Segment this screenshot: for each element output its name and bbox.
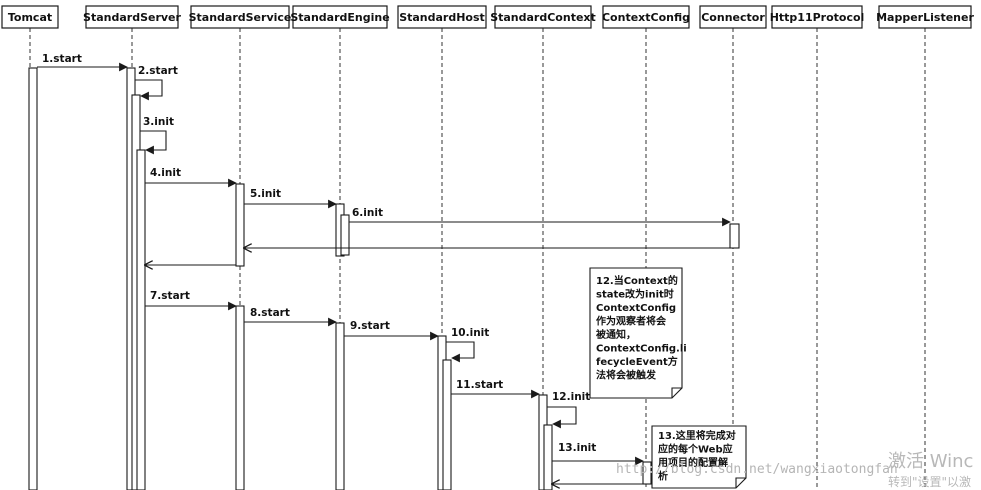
activation-contextconfig-14 (642, 461, 652, 485)
participant-connector: Connector (699, 5, 767, 29)
self-call-arrow-m3 (140, 130, 167, 155)
participant-box-context (494, 5, 592, 29)
message-m5: 5.init (244, 188, 337, 209)
participant-label-engine: StandardEngine (290, 11, 389, 24)
message-label-m12: 12.init (552, 391, 590, 403)
note-fold-note13 (735, 477, 746, 488)
participant-contextconfig: ContextConfig (602, 5, 690, 29)
participant-box-engine (292, 5, 388, 29)
activation-overlay-subtitle: 转到"设置"以激 (888, 474, 971, 489)
participant-label-service: StandardService (189, 11, 292, 24)
participant-label-connector: Connector (701, 11, 765, 24)
participant-box-server (85, 5, 179, 29)
message-m11: 11.start (451, 379, 540, 399)
note-line-note12-4: 被通知， (596, 328, 636, 341)
participant-box-http11 (771, 5, 863, 29)
participant-service: StandardService (189, 5, 292, 29)
participant-http11: Http11Protocol (770, 5, 865, 29)
message-label-m9: 9.start (350, 320, 390, 332)
note-line-note12-3: 作为观察者将会 (596, 315, 666, 328)
activation-engine-9 (335, 322, 345, 490)
participant-engine: StandardEngine (290, 5, 390, 29)
message-m8: 8.start (244, 307, 337, 327)
message-m3: 3.init (140, 116, 174, 155)
note-line-note12-2: ContextConfig (596, 303, 676, 314)
activation-service-8 (235, 305, 245, 490)
message-label-m1: 1.start (42, 53, 82, 65)
message-m1: 1.start (37, 53, 128, 72)
message-m10: 10.init (446, 327, 489, 363)
note-box-note12 (589, 267, 683, 399)
participant-box-contextconfig (602, 5, 690, 29)
participant-label-mapper: MapperListener (876, 11, 974, 24)
participant-box-service (190, 5, 290, 29)
participant-context: StandardContext (490, 5, 596, 29)
participant-server: StandardServer (83, 5, 182, 29)
message-m2: 2.start (135, 65, 178, 101)
participant-label-context: StandardContext (490, 11, 596, 24)
message-m13: 13.init (552, 442, 644, 466)
participant-box-tomcat (1, 5, 59, 29)
message-label-m11: 11.start (456, 379, 503, 391)
participant-tomcat: Tomcat (1, 5, 59, 29)
message-label-m5: 5.init (250, 188, 281, 200)
participant-box-mapper (878, 5, 972, 29)
note-line-note13-1: 应的每个Web应 (658, 443, 733, 456)
activation-context-13 (543, 424, 553, 490)
message-label-m8: 8.start (250, 307, 290, 319)
participant-mapper: MapperListener (876, 5, 974, 29)
note-line-note13-0: 13.这里将完成对 (658, 429, 736, 442)
activation-host-11 (442, 359, 452, 490)
activation-tomcat-0 (28, 67, 38, 490)
self-call-arrow-m12 (547, 406, 577, 429)
participant-label-host: StandardHost (399, 11, 485, 24)
note-fold-note12 (671, 387, 682, 398)
message-label-m7: 7.start (150, 290, 190, 302)
message-m7: 7.start (145, 290, 237, 311)
participant-label-contextconfig: ContextConfig (602, 11, 690, 24)
message-label-m4: 4.init (150, 167, 181, 179)
note-box-note13 (651, 425, 747, 489)
participant-box-host (397, 5, 487, 29)
message-label-m3: 3.init (143, 116, 174, 128)
activation-server-3 (136, 149, 146, 490)
message-m12: 12.init (547, 391, 590, 429)
self-call-arrow-m10 (446, 341, 475, 363)
activation-service-4 (235, 183, 245, 267)
watermark-url: http://blog.csdn.net/wangxiaotongfan (616, 462, 898, 477)
message-m6: 6.init (349, 207, 731, 227)
message-label-m10: 10.init (451, 327, 489, 339)
note-line-note12-6: fecycleEvent方 (596, 355, 678, 368)
message-label-m6: 6.init (352, 207, 383, 219)
activation-engine-6 (340, 214, 350, 256)
participant-label-server: StandardServer (83, 11, 181, 24)
note-line-note13-3: 析 (658, 470, 668, 483)
activation-overlay-title: 激活 Winc (888, 451, 973, 472)
note-line-note12-0: 12.当Context的 (596, 274, 678, 287)
message-label-m2: 2.start (138, 65, 178, 77)
message-label-m13: 13.init (558, 442, 596, 454)
activation-connector-7 (729, 223, 740, 249)
note-line-note12-5: ContextConfig.li (596, 344, 687, 355)
participant-label-http11: Http11Protocol (770, 11, 865, 24)
message-m4: 4.init (145, 167, 237, 188)
note-line-note12-1: state改为init时 (596, 288, 674, 301)
message-m9: 9.start (344, 320, 439, 341)
participant-label-tomcat: Tomcat (8, 11, 52, 24)
self-call-arrow-m2 (135, 79, 163, 101)
participant-host: StandardHost (397, 5, 487, 29)
note-line-note13-2: 用项目的配置解 (657, 456, 728, 469)
note-line-note12-7: 法将会被触发 (596, 369, 657, 382)
participant-box-connector (699, 5, 767, 29)
